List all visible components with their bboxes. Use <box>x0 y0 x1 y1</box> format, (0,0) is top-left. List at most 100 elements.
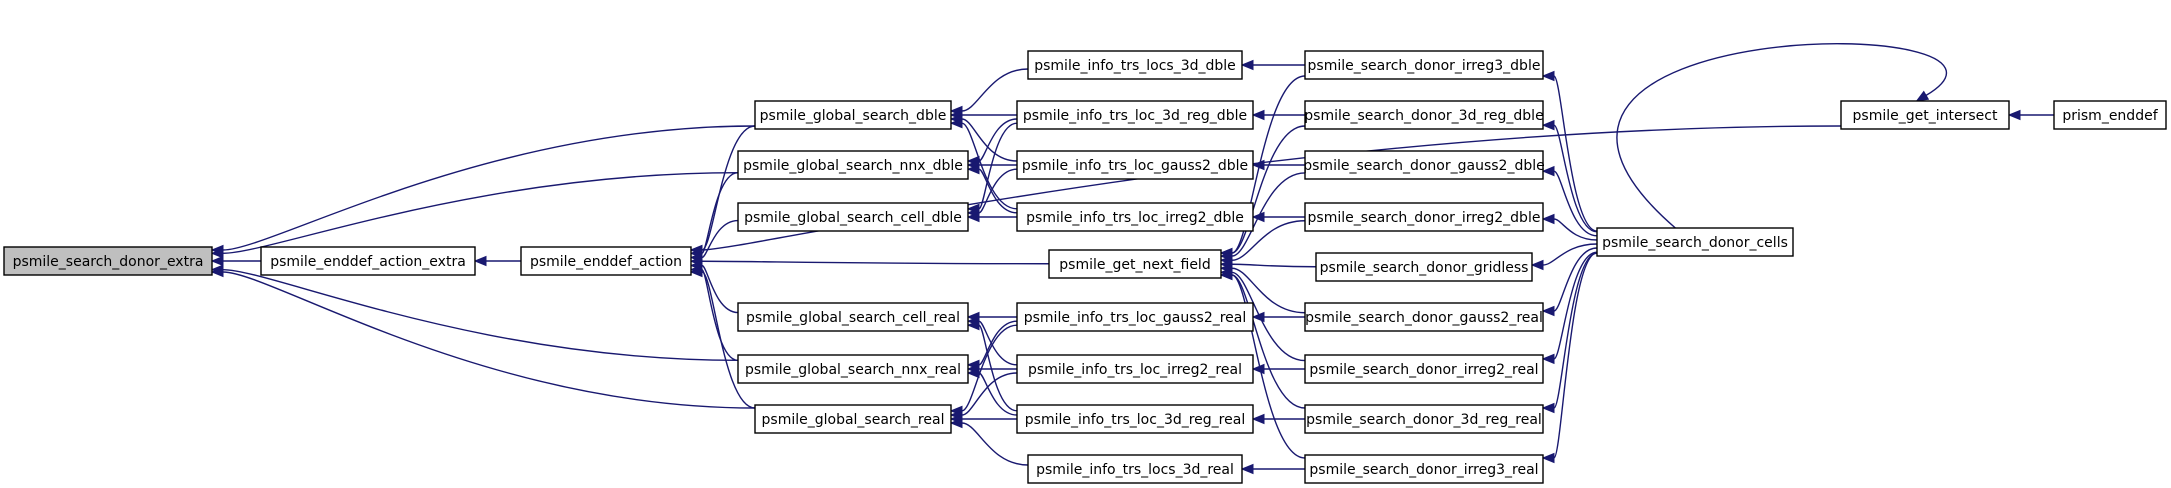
node-label: psmile_enddef_action_extra <box>270 254 466 270</box>
call-edge <box>966 367 1018 416</box>
node-psmile-info-trs-loc-gauss2-dble[interactable]: psmile_info_trs_loc_gauss2_dble <box>1016 150 1254 180</box>
call-edge <box>689 125 1842 256</box>
call-edge <box>1541 247 1598 317</box>
call-edge <box>689 255 1050 267</box>
arrowhead <box>210 255 224 267</box>
call-edge <box>2007 109 2054 121</box>
node-label: psmile_info_trs_loc_gauss2_dble <box>1022 158 1248 174</box>
node-label: psmile_search_donor_gauss2_real <box>1305 310 1543 326</box>
node-psmile-global-search-nnx-dble[interactable]: psmile_global_search_nnx_dble <box>737 150 969 180</box>
arrowhead <box>1541 70 1555 82</box>
call-edge <box>1530 243 1598 271</box>
node-label: psmile_search_donor_cells <box>1602 235 1788 251</box>
arrowhead <box>1251 363 1265 375</box>
arrowhead <box>1541 402 1555 414</box>
node-psmile-global-search-cell-real[interactable]: psmile_global_search_cell_real <box>737 302 969 332</box>
call-edge <box>689 125 756 256</box>
node-psmile-info-trs-loc-3d-reg-real[interactable]: psmile_info_trs_loc_3d_reg_real <box>1016 404 1254 434</box>
node-psmile-global-search-cell-dble[interactable]: psmile_global_search_cell_dble <box>737 202 969 232</box>
call-edge <box>1219 258 1317 270</box>
node-psmile-info-trs-loc-irreg2-dble[interactable]: psmile_info_trs_loc_irreg2_dble <box>1016 202 1254 232</box>
node-psmile-search-donor-extra[interactable]: psmile_search_donor_extra <box>3 246 213 276</box>
call-edge <box>1541 252 1598 414</box>
arrowhead <box>966 367 980 379</box>
call-edge <box>1541 252 1598 464</box>
arrowhead <box>210 266 224 278</box>
arrowhead <box>1240 59 1254 71</box>
arrowhead <box>1251 109 1265 121</box>
node-psmile-search-donor-gauss2-dble[interactable]: psmile_search_donor_gauss2_dble <box>1303 150 1545 180</box>
node-label: psmile_search_donor_3d_reg_real <box>1306 412 1542 428</box>
call-edge <box>473 255 521 267</box>
call-edge <box>1616 43 1947 229</box>
node-psmile-search-donor-irreg2-real[interactable]: psmile_search_donor_irreg2_real <box>1304 354 1544 384</box>
call-edge <box>1240 59 1305 71</box>
node-psmile-search-donor-3d-reg-real[interactable]: psmile_search_donor_3d_reg_real <box>1304 404 1544 434</box>
node-psmile-search-donor-gridless[interactable]: psmile_search_donor_gridless <box>1315 252 1533 282</box>
node-psmile-search-donor-gauss2-real[interactable]: psmile_search_donor_gauss2_real <box>1304 302 1544 332</box>
node-label: psmile_search_donor_gauss2_dble <box>1303 158 1544 174</box>
arrowhead <box>949 117 963 129</box>
arrowhead <box>210 248 224 259</box>
arrowhead <box>966 319 980 331</box>
node-label: psmile_search_donor_irreg3_real <box>1309 462 1538 478</box>
node-label: psmile_global_search_nnx_dble <box>743 158 963 174</box>
node-psmile-info-trs-loc-gauss2-real[interactable]: psmile_info_trs_loc_gauss2_real <box>1016 302 1254 332</box>
node-label: psmile_info_trs_loc_3d_reg_real <box>1025 412 1245 428</box>
arrowhead <box>689 266 703 278</box>
node-psmile-get-next-field[interactable]: psmile_get_next_field <box>1048 249 1222 279</box>
node-prism-enddef[interactable]: prism_enddef <box>2053 100 2167 130</box>
node-label: psmile_info_trs_loc_irreg2_real <box>1028 362 1242 378</box>
node-psmile-search-donor-3d-reg-dble[interactable]: psmile_search_donor_3d_reg_dble <box>1304 100 1544 130</box>
call-edge <box>1219 269 1306 409</box>
call-edge <box>1541 213 1598 241</box>
node-label: psmile_search_donor_irreg2_real <box>1309 362 1538 378</box>
call-edge <box>1219 269 1306 459</box>
node-psmile-get-intersect[interactable]: psmile_get_intersect <box>1840 100 2010 130</box>
call-edge <box>210 266 756 409</box>
node-label: psmile_search_donor_gridless <box>1320 260 1529 276</box>
node-label: psmile_search_donor_extra <box>13 254 204 270</box>
node-label: psmile_global_search_cell_real <box>746 310 960 326</box>
arrowhead <box>1541 452 1555 464</box>
arrowhead <box>1541 119 1555 131</box>
node-label: psmile_global_search_real <box>762 412 945 428</box>
node-psmile-search-donor-irreg3-real[interactable]: psmile_search_donor_irreg3_real <box>1304 454 1544 484</box>
node-psmile-global-search-real[interactable]: psmile_global_search_real <box>754 404 952 434</box>
node-psmile-global-search-nnx-real[interactable]: psmile_global_search_nnx_real <box>737 354 969 384</box>
node-psmile-search-donor-irreg2-dble[interactable]: psmile_search_donor_irreg2_dble <box>1304 202 1544 232</box>
node-label: psmile_global_search_dble <box>760 108 947 124</box>
arrowhead <box>689 255 703 267</box>
node-psmile-enddef-action-extra[interactable]: psmile_enddef_action_extra <box>260 246 476 276</box>
node-psmile-info-trs-loc-3d-reg-dble[interactable]: psmile_info_trs_loc_3d_reg_dble <box>1016 100 1254 130</box>
node-label: psmile_search_donor_3d_reg_dble <box>1304 108 1543 124</box>
node-psmile-enddef-action[interactable]: psmile_enddef_action <box>520 246 692 276</box>
node-psmile-global-search-dble[interactable]: psmile_global_search_dble <box>754 100 952 130</box>
node-label: psmile_info_trs_locs_3d_real <box>1036 462 1234 478</box>
node-psmile-search-donor-cells[interactable]: psmile_search_donor_cells <box>1596 227 1794 257</box>
node-label: psmile_info_trs_locs_3d_dble <box>1034 58 1236 74</box>
call-edge <box>966 211 1017 223</box>
call-edge <box>1541 165 1598 237</box>
node-label: psmile_global_search_nnx_real <box>745 362 961 378</box>
call-edge <box>689 219 739 263</box>
arrowhead <box>473 255 487 267</box>
arrowhead <box>1219 269 1233 281</box>
node-label: psmile_search_donor_irreg3_dble <box>1308 58 1541 74</box>
call-edge <box>210 264 739 362</box>
arrowhead <box>1541 353 1555 365</box>
node-label: psmile_info_trs_loc_3d_reg_dble <box>1023 108 1247 124</box>
arrowhead <box>1240 463 1254 475</box>
node-psmile-info-trs-locs-3d-real[interactable]: psmile_info_trs_locs_3d_real <box>1027 454 1243 484</box>
node-psmile-search-donor-irreg3-dble[interactable]: psmile_search_donor_irreg3_dble <box>1304 50 1544 80</box>
arrowhead <box>949 417 963 429</box>
arrowhead <box>1530 259 1544 271</box>
node-psmile-info-trs-loc-irreg2-real[interactable]: psmile_info_trs_loc_irreg2_real <box>1016 354 1254 384</box>
call-edge <box>210 171 739 259</box>
node-label: psmile_global_search_cell_dble <box>744 210 962 226</box>
call-nodes: psmile_search_donor_extra psmile_enddef_… <box>3 50 2167 484</box>
arrowhead <box>1541 165 1555 177</box>
node-psmile-info-trs-locs-3d-dble[interactable]: psmile_info_trs_locs_3d_dble <box>1027 50 1243 80</box>
call-edge <box>689 266 756 409</box>
